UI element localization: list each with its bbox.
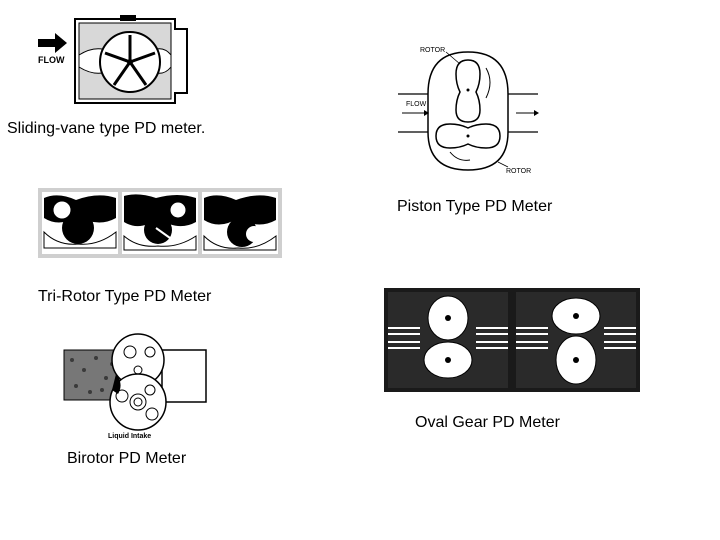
oval-gear-meter-figure	[384, 288, 640, 392]
birotor-intake-label: Liquid Intake	[108, 433, 151, 440]
oval-gear-caption: Oval Gear PD Meter	[415, 414, 560, 431]
piston-caption: Piston Type PD Meter	[397, 198, 553, 215]
tri-rotor-frame-2	[122, 192, 198, 254]
piston-rotor-label-bottom: ROTOR	[506, 168, 531, 175]
tri-rotor-caption: Tri-Rotor Type PD Meter	[38, 288, 212, 305]
piston-meter-figure: ROTOR FLOW ROTOR	[398, 47, 539, 175]
sliding-vane-meter-figure: FLOW	[38, 15, 188, 104]
tri-rotor-frame-1	[42, 192, 118, 254]
oval-gear-frame-1	[388, 292, 508, 388]
birotor-caption: Birotor PD Meter	[67, 450, 187, 467]
piston-flow-label: FLOW	[406, 101, 427, 108]
sliding-vane-flow-label: FLOW	[38, 55, 65, 65]
tri-rotor-frame-3	[202, 192, 278, 254]
piston-rotor-label-top: ROTOR	[420, 47, 445, 54]
tri-rotor-meter-figure	[38, 188, 282, 258]
birotor-meter-figure: Liquid Intake	[63, 333, 207, 440]
oval-gear-frame-2	[516, 292, 636, 388]
sliding-vane-caption: Sliding-vane type PD meter.	[7, 120, 206, 137]
